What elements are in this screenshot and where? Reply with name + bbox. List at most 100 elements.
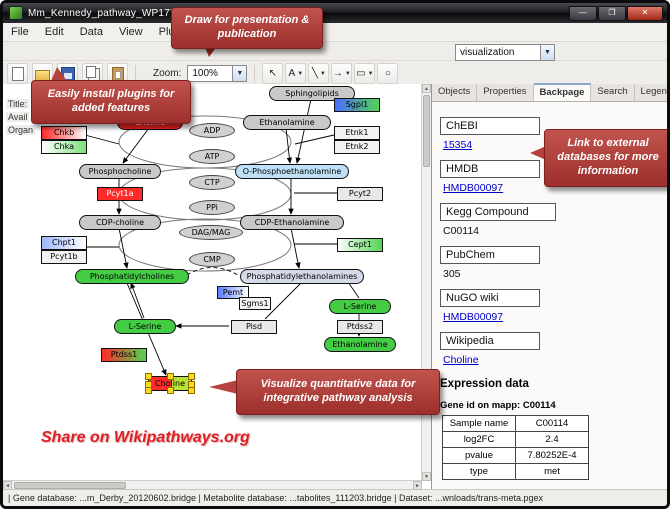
backpage-header-chebi: ChEBI [440,117,540,135]
pathway-node-etnk1[interactable]: Etnk1 [334,126,380,140]
selection-handle[interactable] [188,387,195,394]
selection-handle[interactable] [145,387,152,394]
maximize-button[interactable]: ❐ [598,5,626,21]
horizontal-scroll-thumb[interactable] [14,482,126,489]
pathway-node-o-phosphoethanolamine[interactable]: O-Phosphoethanolamine [235,164,349,179]
label-tool-icon: A [288,68,296,79]
menu-view[interactable]: View [118,26,143,38]
pathway-node-cdp-choline[interactable]: CDP-choline [79,215,161,230]
selection-handle[interactable] [167,387,174,394]
pathway-node-phosphatidylethanolamines[interactable]: Phosphatidylethanolamines [240,269,364,284]
tab-properties[interactable]: Properties [477,84,534,101]
scroll-down-icon[interactable]: ▼ [422,472,431,481]
table-cell: 7.80252E-4 [515,447,589,464]
table-cell: Sample name [442,415,516,432]
pathway-node-pemt[interactable]: Pemt [217,286,249,299]
selection-handle[interactable] [145,373,152,380]
pathway-node-sphingolipids[interactable]: Sphingolipids [269,86,355,101]
pathway-node-cmp[interactable]: CMP [189,252,235,267]
window-title: Mm_Kennedy_pathway_WP1771_45176.gp... [28,7,240,19]
chevron-down-icon: ▼ [540,45,554,60]
visualization-combobox[interactable]: visualization ▼ [455,44,555,61]
table-cell: type [442,463,516,480]
backpage-header-wikipedia: Wikipedia [440,332,540,350]
callout-quantitative-data: Visualize quantitative data for integrat… [236,369,440,415]
pathway-node-ptdss2[interactable]: Ptdss2 [337,320,383,334]
paste-button[interactable] [107,63,128,84]
pathway-node-cdp-ethanolamine[interactable]: CDP-Ethanolamine [240,215,344,230]
pathway-node-pisd[interactable]: Pisd [231,320,277,334]
new-file-button[interactable] [7,63,28,84]
backpage-header-hmdb: HMDB [440,160,540,178]
zoom-combobox[interactable]: 100% ▼ [187,65,248,82]
pathway-node-cept1[interactable]: Cept1 [337,238,383,252]
pathway-node-adp[interactable]: ADP [189,123,235,138]
table-cell: log2FC [442,431,516,448]
pathway-node-phosphocholine[interactable]: Phosphocholine [79,164,161,179]
pathway-node-chka[interactable]: Chka [41,140,87,154]
backpage-header-pubchem: PubChem [440,246,540,264]
menu-edit[interactable]: Edit [44,26,64,38]
tab-search[interactable]: Search [591,84,635,101]
zoom-label: Zoom: [153,68,182,79]
scroll-up-icon[interactable]: ▲ [422,84,431,93]
pathway-node-atp[interactable]: ATP [189,149,235,164]
backpage-value-nugo-wiki-link[interactable]: HMDB00097 [443,311,504,323]
chevron-down-icon: ▼ [319,70,326,77]
backpage-header-nugo-wiki: NuGO wiki [440,289,540,307]
tab-backpage[interactable]: Backpage [533,83,592,101]
menu-file[interactable]: File [11,26,29,38]
line-tool-button[interactable]: ╲▼ [308,63,330,84]
pathway-node-l-serine-right[interactable]: L-Serine [329,299,391,314]
table-cell: pvalue [442,447,516,464]
pathway-node-ctp[interactable]: CTP [189,175,235,190]
pointer-tool-button[interactable]: ↖ [262,63,284,84]
pathway-node-phosphatidylcholines[interactable]: Phosphatidylcholines [75,269,189,284]
pathway-node-chpt1[interactable]: Chpt1 [41,236,87,250]
selection-handle[interactable] [167,373,174,380]
menu-data[interactable]: Data [79,26,103,38]
share-on-wikipathways-text: Share on Wikipathways.org [41,429,250,446]
pathway-node-l-serine-left[interactable]: L-Serine [114,319,176,334]
pathway-node-ethanolamine-top[interactable]: Ethanolamine [243,115,331,130]
expression-data-title: Expression data [440,378,529,390]
pathway-node-etnk2[interactable]: Etnk2 [334,140,380,154]
minimize-button[interactable]: — [569,5,597,21]
horizontal-scrollbar[interactable]: ◄ ► [3,480,422,490]
pathway-node-pcyt1b[interactable]: Pcyt1b [41,250,87,264]
close-button[interactable]: ✕ [627,5,663,21]
pathway-node-ptdss1[interactable]: Ptdss1 [101,348,147,362]
vertical-scroll-thumb[interactable] [423,95,430,167]
tab-objects[interactable]: Objects [432,84,478,101]
line-tool-icon: ╲ [311,68,318,79]
pathway-node-ppi[interactable]: PPi [189,200,235,215]
visualization-value: visualization [460,47,515,58]
backpage-value-wikipedia-link[interactable]: Choline [443,354,479,366]
pathway-node-pcyt1a[interactable]: Pcyt1a [97,187,143,201]
oval-tool-button[interactable]: ○ [377,63,399,84]
rect-tool-button[interactable]: ▭▼ [354,63,376,84]
table-cell: C00114 [515,415,589,432]
table-cell: met [515,463,589,480]
label-tool-button[interactable]: A▼ [285,63,307,84]
selection-handle[interactable] [188,373,195,380]
pathway-node-pcyt2[interactable]: Pcyt2 [337,187,383,201]
pathway-node-sgpl1[interactable]: Sgpl1 [334,98,380,112]
pathway-node-sgms1[interactable]: Sgms1 [239,297,271,310]
chevron-down-icon: ▼ [367,70,374,77]
backpage-value-chebi-link[interactable]: 15354 [443,139,473,151]
tab-legend[interactable]: Legend [634,84,667,101]
backpage-value-hmdb-link[interactable]: HMDB00097 [443,182,504,194]
vertical-scrollbar[interactable]: ▲ ▼ [421,84,431,481]
pathway-node-dag-mag[interactable]: DAG/MAG [179,225,243,240]
open-file-button[interactable] [32,63,53,84]
pathway-node-ethanolamine-right[interactable]: Ethanolamine [324,337,396,352]
pathway-node-chkb[interactable]: Chkb [41,126,87,140]
arrow-tool-button[interactable]: →▼ [331,63,353,84]
